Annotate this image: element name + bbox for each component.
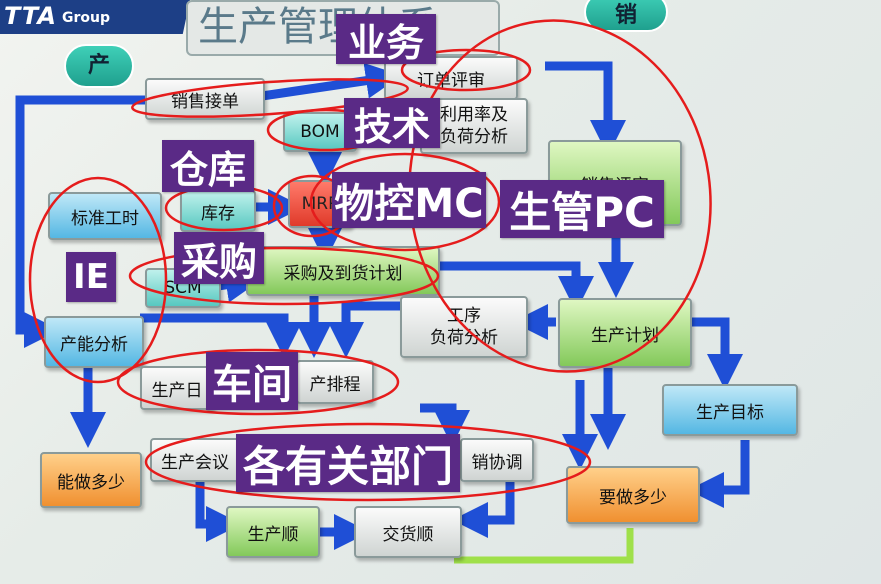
arrow-capacity-to-schedule <box>140 313 302 358</box>
coordination-box: 销协调 <box>460 438 534 482</box>
arrow-sales-loop <box>545 61 626 156</box>
sales-pill: 销 <box>584 0 668 32</box>
capacity-analysis-box: 产能分析 <box>44 316 144 368</box>
production-plan-box: 生产计划 <box>558 298 692 368</box>
production-target-box: 生产目标 <box>662 384 798 436</box>
arrow-schedule-to-coord <box>420 403 470 446</box>
warehouse-tag: 仓库 <box>162 140 254 192</box>
can-do-box: 能做多少 <box>40 452 142 508</box>
standard-time-box: 标准工时 <box>48 192 162 240</box>
purchasing-tag: 采购 <box>174 232 264 284</box>
circle-workshop <box>116 348 400 416</box>
brand-logo: TTA <box>4 2 58 30</box>
circle-order-review <box>400 48 532 92</box>
delivery-order-box: 交货顺 <box>354 506 462 558</box>
circle-ie <box>28 176 168 384</box>
arrow-target-to-needdo <box>688 440 750 508</box>
arrow-purchase-to-load <box>440 261 594 312</box>
brand-subtitle: Group <box>62 10 111 26</box>
arrow-green-return <box>454 528 634 564</box>
production-pill: 产 <box>64 44 134 88</box>
arrow-loop-left <box>15 95 145 348</box>
process-load-line1: 工序 <box>447 306 481 326</box>
material-control-tag: 物控MC <box>332 172 486 228</box>
production-schedule-box: 产排程 <box>296 360 374 404</box>
technical-tag: 技术 <box>344 98 440 149</box>
need-do-box: 要做多少 <box>566 466 700 524</box>
circle-purchase <box>128 246 440 306</box>
circle-mc <box>309 152 501 252</box>
ie-tag: IE <box>66 252 116 302</box>
process-load-line2: 负荷分析 <box>430 328 498 348</box>
arrow-plan-to-target <box>690 317 743 390</box>
process-load-box: 工序 负荷分析 <box>400 296 528 358</box>
arrow-load-to-schedule <box>328 301 400 358</box>
sales-order-box: 销售接单 <box>145 78 265 120</box>
business-tag: 业务 <box>336 14 436 65</box>
departments-tag: 各有关部门 <box>236 434 460 492</box>
workshop-tag: 车间 <box>206 352 298 410</box>
production-control-tag: 生管PC <box>500 180 664 238</box>
circle-departments <box>144 422 592 502</box>
utilization-line2: 负荷分析 <box>440 127 508 147</box>
production-order-box: 生产顺 <box>226 506 320 558</box>
utilization-line1: 利用率及 <box>440 105 508 125</box>
purchase-plan-box: 采购及到货计划 <box>246 246 440 296</box>
circle-sales-order <box>131 78 409 118</box>
